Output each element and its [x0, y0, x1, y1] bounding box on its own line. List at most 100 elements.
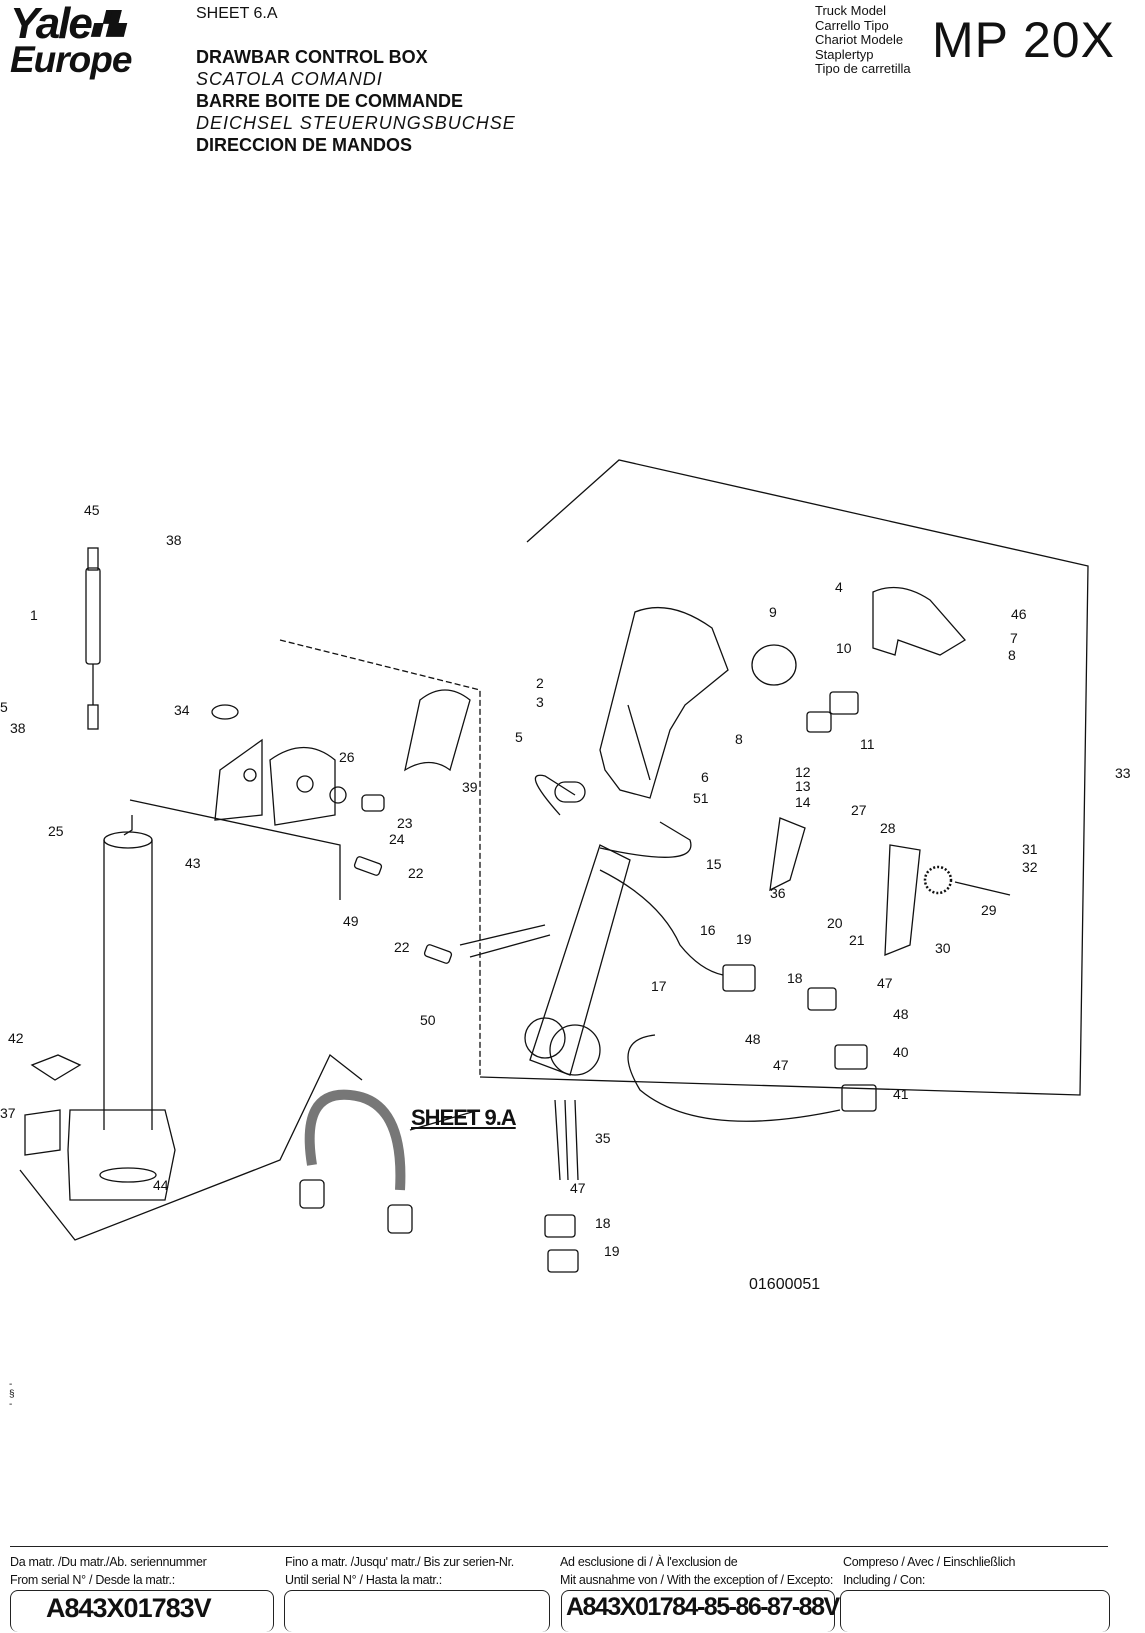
gear [923, 865, 953, 895]
lever-plate [769, 817, 806, 892]
title-de: DEICHSEL STEUERUNGSBUCHSE [196, 113, 516, 133]
exception-serial-box [561, 1590, 835, 1632]
margin-marks: -§- [9, 1379, 15, 1410]
callout-13: 13 [795, 778, 811, 794]
bracket [30, 1054, 82, 1081]
brand-logo-yale: Yale▞▙ [10, 0, 125, 48]
footer-rule [10, 1546, 1108, 1547]
part-callouts: 4538153834263923242543224922504237443547… [0, 502, 1131, 1259]
callout-44: 44 [153, 1177, 169, 1193]
truck-model-labels: Truck Model Carrello Tipo Chariot Modele… [815, 3, 911, 76]
callout-24: 24 [389, 831, 405, 847]
callout-26: 26 [339, 749, 355, 765]
callout-40: 40 [893, 1044, 909, 1060]
callout-50: 50 [420, 1012, 436, 1028]
callout-9: 9 [769, 604, 777, 620]
callout-12: 12 [795, 764, 811, 780]
callout-34: 34 [174, 702, 190, 718]
from-serial-box [10, 1590, 274, 1632]
callout-10: 10 [836, 640, 852, 656]
pin [361, 794, 385, 812]
callout-45: 45 [84, 502, 100, 518]
callout-43: 43 [185, 855, 201, 871]
wire-bundle [554, 1099, 579, 1181]
footer-until-label: Fino a matr. /Jusqu' matr./ Bis zur seri… [285, 1555, 514, 1587]
gland-2 [387, 1204, 413, 1234]
sheet-number: SHEET 6.A [196, 5, 278, 22]
title-en: DRAWBAR CONTROL BOX [196, 47, 428, 67]
footer-exception-label: Ad esclusione di / À l'exclusion de Mit … [560, 1555, 834, 1587]
key-leader [459, 924, 551, 958]
until-serial-box [284, 1590, 550, 1632]
callout-35: 35 [595, 1130, 611, 1146]
callout-18: 18 [787, 970, 803, 986]
title-fr: BARRE BOITE DE COMMANDE [196, 91, 464, 111]
connector-18 [807, 987, 837, 1011]
ring-34 [211, 704, 239, 720]
connector-40 [834, 1044, 868, 1070]
gas-spring [85, 547, 101, 730]
callout-7: 7 [1010, 630, 1018, 646]
callout-8: 8 [735, 731, 743, 747]
callout-4: 4 [835, 579, 843, 595]
callout-38: 38 [10, 720, 26, 736]
callout-48: 48 [893, 1006, 909, 1022]
callout-18: 18 [595, 1215, 611, 1231]
callout-47: 47 [877, 975, 893, 991]
switch [829, 691, 859, 715]
callout-22: 22 [408, 865, 424, 881]
exception-serial-value: A843X01784-85-86-87-88V [566, 1593, 840, 1621]
connector-41 [841, 1084, 877, 1112]
column-boundary [129, 799, 341, 900]
footer-from-label: Da matr. /Du matr./Ab. seriennummer From… [10, 1555, 207, 1587]
pivot-bracket [211, 704, 336, 826]
including-box [840, 1590, 1110, 1632]
control-head-housing [599, 606, 729, 799]
callout-25: 25 [48, 823, 64, 839]
callout-32: 32 [1022, 859, 1038, 875]
callout-38: 38 [166, 532, 182, 548]
callout-3: 3 [536, 694, 544, 710]
callout-33: 33 [1115, 765, 1131, 781]
cover-plate [404, 689, 471, 772]
callout-14: 14 [795, 794, 811, 810]
callout-19: 19 [736, 931, 752, 947]
key-22 [353, 856, 383, 876]
middle-assembly-boundary [279, 639, 481, 1077]
steering-column [67, 815, 176, 1201]
callout-20: 20 [827, 915, 843, 931]
callout-1: 1 [30, 607, 38, 623]
footer-including-label: Compreso / Avec / Einschließlich Includi… [843, 1555, 1016, 1587]
callout-46: 46 [1011, 606, 1027, 622]
callout-39: 39 [462, 779, 478, 795]
callout-15: 15 [706, 856, 722, 872]
sheet-9a-reference: SHEET 9.A [411, 1105, 517, 1130]
callout-42: 42 [8, 1030, 24, 1046]
callout-48: 48 [745, 1031, 761, 1047]
clamp-bracket [24, 1109, 61, 1156]
callout-8: 8 [1008, 647, 1016, 663]
callout-37: 37 [0, 1105, 16, 1121]
callout-17: 17 [651, 978, 667, 994]
right-assembly-boundary [479, 459, 1089, 1096]
cable-2 [627, 1034, 841, 1122]
washer [329, 786, 347, 804]
connector-18b [544, 1214, 576, 1238]
brand-logo-europe: Europe [10, 39, 132, 80]
callout-51: 51 [693, 790, 709, 806]
knob [751, 644, 797, 686]
callout-6: 6 [701, 769, 709, 785]
hose [304, 1089, 406, 1191]
callout-47: 47 [570, 1180, 586, 1196]
callout-36: 36 [770, 885, 786, 901]
callout-29: 29 [981, 902, 997, 918]
drawbar-arm [524, 774, 692, 1076]
callout-21: 21 [849, 932, 865, 948]
sheet-ref-leader [409, 1111, 473, 1131]
drawing-number: 01600051 [749, 1276, 821, 1293]
callout-47: 47 [773, 1057, 789, 1073]
callout-22: 22 [394, 939, 410, 955]
title-es: DIRECCION DE MANDOS [196, 135, 413, 155]
switch-2 [806, 711, 832, 733]
title-block: DRAWBAR CONTROL BOX SCATOLA COMANDI BARR… [196, 46, 516, 156]
